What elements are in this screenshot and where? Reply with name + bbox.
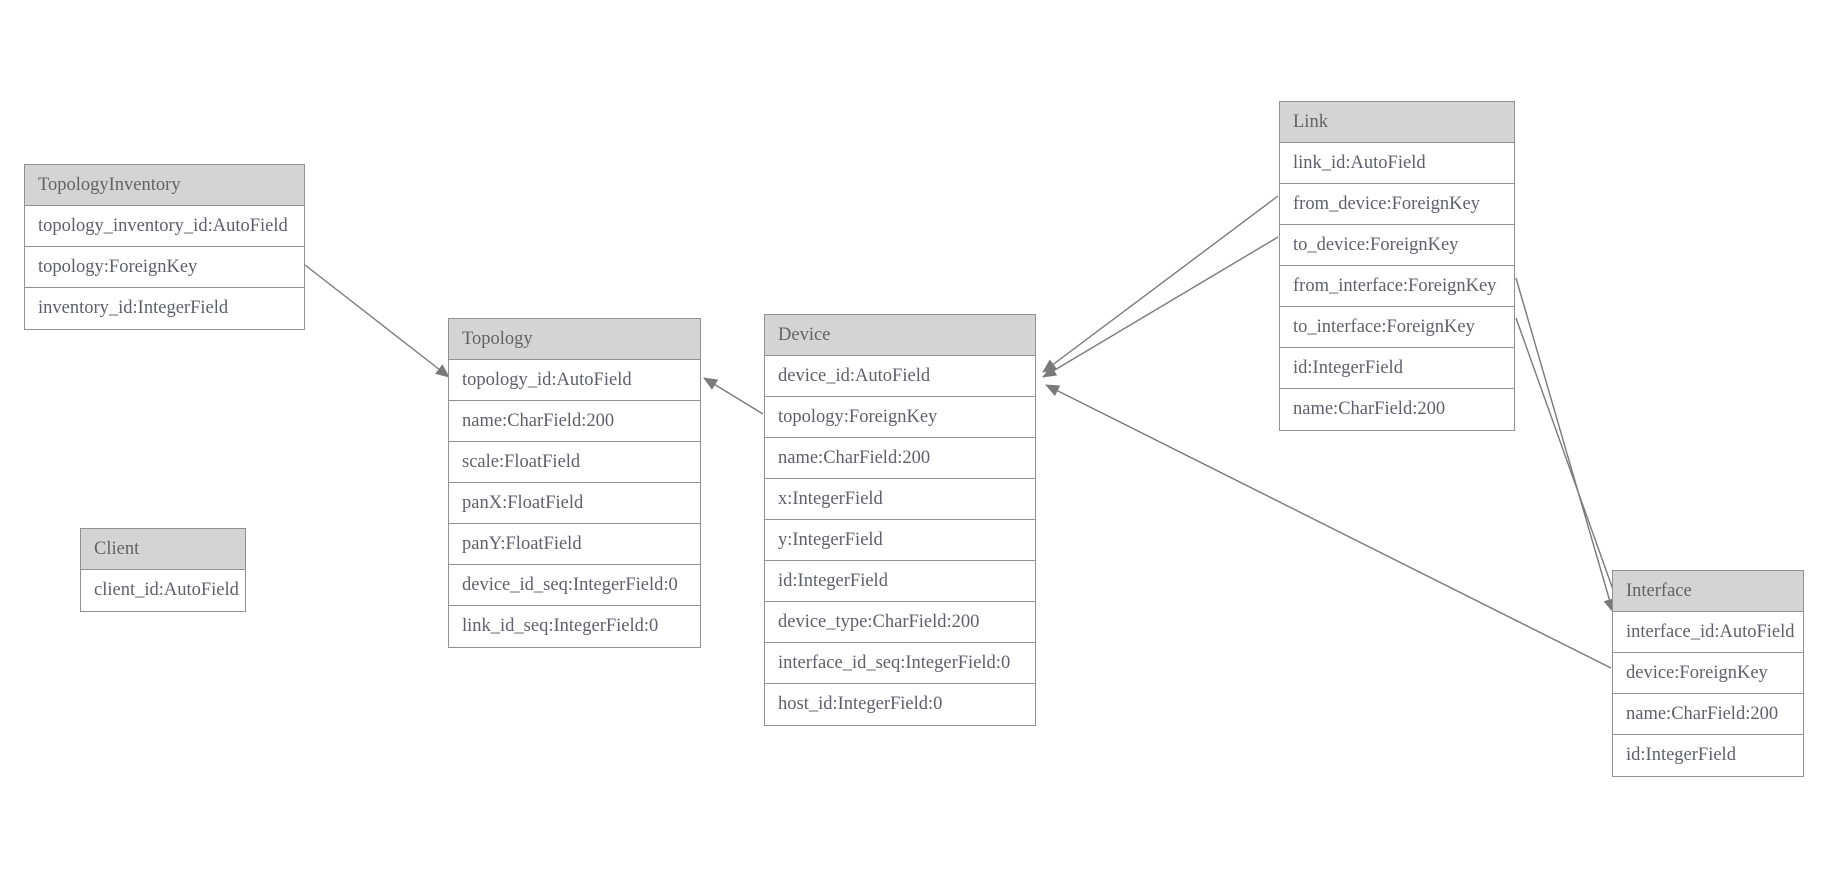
entity-field: panX:FloatField <box>449 483 700 524</box>
edge-device-topology <box>703 377 764 415</box>
entity-field: scale:FloatField <box>449 442 700 483</box>
entity-field: panY:FloatField <box>449 524 700 565</box>
entity-field: topology:ForeignKey <box>25 247 304 288</box>
entity-field: interface_id:AutoField <box>1613 612 1803 653</box>
entity-field: from_interface:ForeignKey <box>1280 266 1514 307</box>
edge-link-from-device <box>1042 195 1279 373</box>
entity-field: interface_id_seq:IntegerField:0 <box>765 643 1035 684</box>
entity-title-client: Client <box>81 529 245 570</box>
entity-field: device:ForeignKey <box>1613 653 1803 694</box>
entity-field: x:IntegerField <box>765 479 1035 520</box>
entity-field: client_id:AutoField <box>81 570 245 611</box>
entity-title-link: Link <box>1280 102 1514 143</box>
entity-field: device_type:CharField:200 <box>765 602 1035 643</box>
entity-field: to_interface:ForeignKey <box>1280 307 1514 348</box>
entity-title-interface: Interface <box>1613 571 1803 612</box>
entity-field: id:IntegerField <box>765 561 1035 602</box>
entity-title-topology: Topology <box>449 319 700 360</box>
edge-link-to-interface <box>1515 317 1623 613</box>
entity-field: host_id:IntegerField:0 <box>765 684 1035 725</box>
entity-field: topology_id:AutoField <box>449 360 700 401</box>
entity-field: id:IntegerField <box>1280 348 1514 389</box>
entity-title-topology_inventory: TopologyInventory <box>25 165 304 206</box>
entity-title-device: Device <box>765 315 1035 356</box>
entity-field: device_id:AutoField <box>765 356 1035 397</box>
entity-field: link_id:AutoField <box>1280 143 1514 184</box>
edge-topologyinventory-topology <box>304 264 450 378</box>
entity-field: topology_inventory_id:AutoField <box>25 206 304 247</box>
entity-field: to_device:ForeignKey <box>1280 225 1514 266</box>
entity-field: device_id_seq:IntegerField:0 <box>449 565 700 606</box>
entity-field: name:CharField:200 <box>1280 389 1514 430</box>
entity-field: name:CharField:200 <box>449 401 700 442</box>
edge-link-to-device <box>1042 236 1279 378</box>
entity-field: link_id_seq:IntegerField:0 <box>449 606 700 647</box>
entity-field: name:CharField:200 <box>765 438 1035 479</box>
entity-field: from_device:ForeignKey <box>1280 184 1514 225</box>
entity-field: inventory_id:IntegerField <box>25 288 304 329</box>
entity-field: y:IntegerField <box>765 520 1035 561</box>
edge-link-from-interface <box>1515 277 1616 613</box>
entity-field: name:CharField:200 <box>1613 694 1803 735</box>
entity-field: id:IntegerField <box>1613 735 1803 776</box>
entity-field: topology:ForeignKey <box>765 397 1035 438</box>
